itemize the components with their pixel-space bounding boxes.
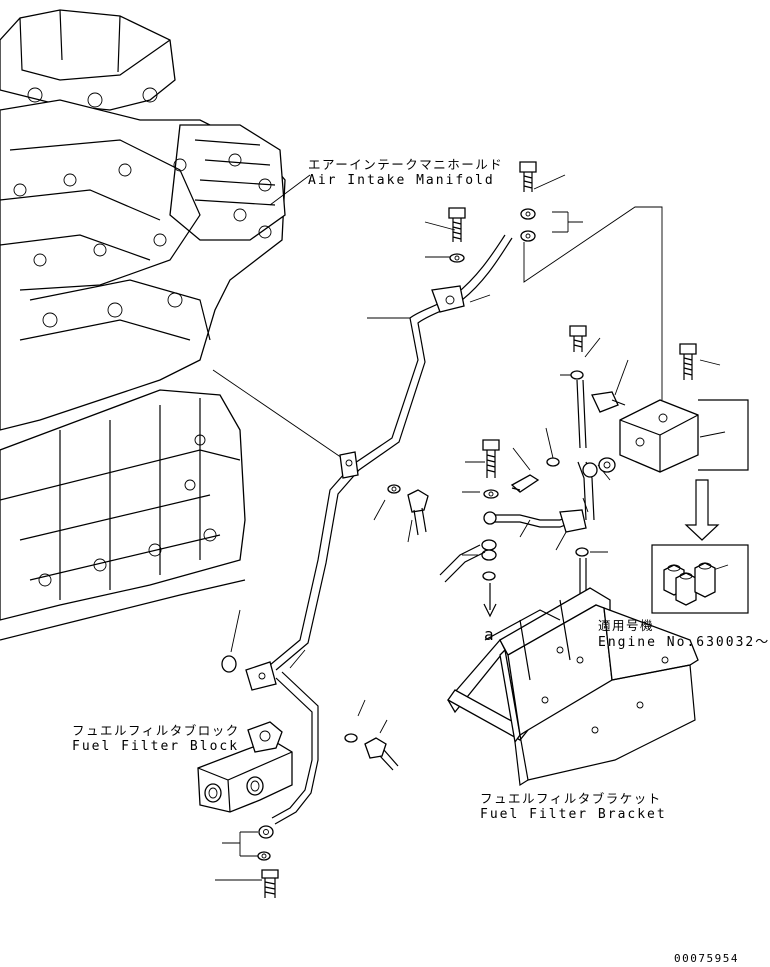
fuel-filter-block-label-jp: フュエルフィルタブロック — [72, 723, 240, 738]
air-intake-manifold-label-en: Air Intake Manifold — [308, 173, 495, 188]
engine-block — [0, 9, 286, 641]
detail-arrow — [684, 479, 720, 541]
fuel-filter-block-assembly — [197, 655, 399, 898]
upper-detail-box — [698, 399, 749, 471]
detail-box — [651, 544, 749, 614]
reference-marker-a: a — [484, 625, 496, 644]
fuel-filter-bracket — [447, 587, 699, 787]
air-intake-manifold-label-jp: エアーインテークマニホールド — [308, 157, 504, 172]
drawing-number: 00075954 — [674, 952, 739, 965]
right-connector-assembly — [439, 325, 699, 640]
upper-tube-assembly — [269, 161, 537, 671]
fuel-filter-bracket-label-en: Fuel Filter Bracket — [480, 807, 667, 822]
fuel-filter-bracket-label-jp: フュエルフィルタブラケット — [480, 791, 662, 806]
applicable-engine-label-jp: 適用号機 — [598, 618, 655, 633]
applicable-engine-label-en: Engine No.630032〜 — [598, 635, 770, 650]
fuel-filter-block-label-en: Fuel Filter Block — [72, 739, 240, 754]
leader-lines — [212, 174, 729, 881]
